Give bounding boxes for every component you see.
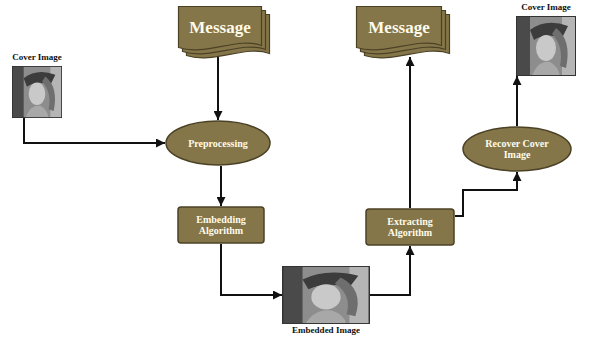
message-document: Message: [356, 6, 450, 60]
process-ellipse: Recover Cover Image: [462, 126, 572, 172]
portrait-picture: [516, 16, 576, 76]
flow-arrow: [516, 76, 518, 126]
flow-arrow: [221, 244, 282, 295]
node-label: Extracting Algorithm: [370, 216, 450, 238]
portrait-picture: [282, 266, 370, 324]
cover-image: Cover Image: [516, 16, 576, 76]
image-caption: Cover Image: [521, 3, 571, 13]
cover-image: Cover Image: [12, 66, 62, 118]
image-caption: Cover Image: [12, 53, 62, 63]
flow-arrow: [409, 57, 411, 208]
flow-arrow: [455, 172, 517, 216]
image-caption: Embedded Image: [292, 326, 360, 336]
node-label: Message: [360, 19, 438, 38]
process-box: Embedding Algorithm: [177, 206, 265, 244]
portrait-picture: [12, 66, 62, 118]
node-label: Message: [182, 19, 258, 38]
embedded-image: Embedded Image: [282, 266, 370, 324]
flow-arrow: [220, 166, 222, 206]
process-ellipse: Preprocessing: [165, 120, 271, 166]
flow-arrow: [217, 57, 219, 120]
process-box: Extracting Algorithm: [365, 208, 455, 246]
flow-arrow: [24, 118, 165, 143]
flow-arrow: [370, 246, 410, 295]
node-label: Recover Cover Image: [477, 138, 557, 160]
message-document: Message: [178, 6, 270, 60]
node-label: Preprocessing: [180, 138, 256, 149]
node-label: Embedding Algorithm: [182, 214, 260, 236]
